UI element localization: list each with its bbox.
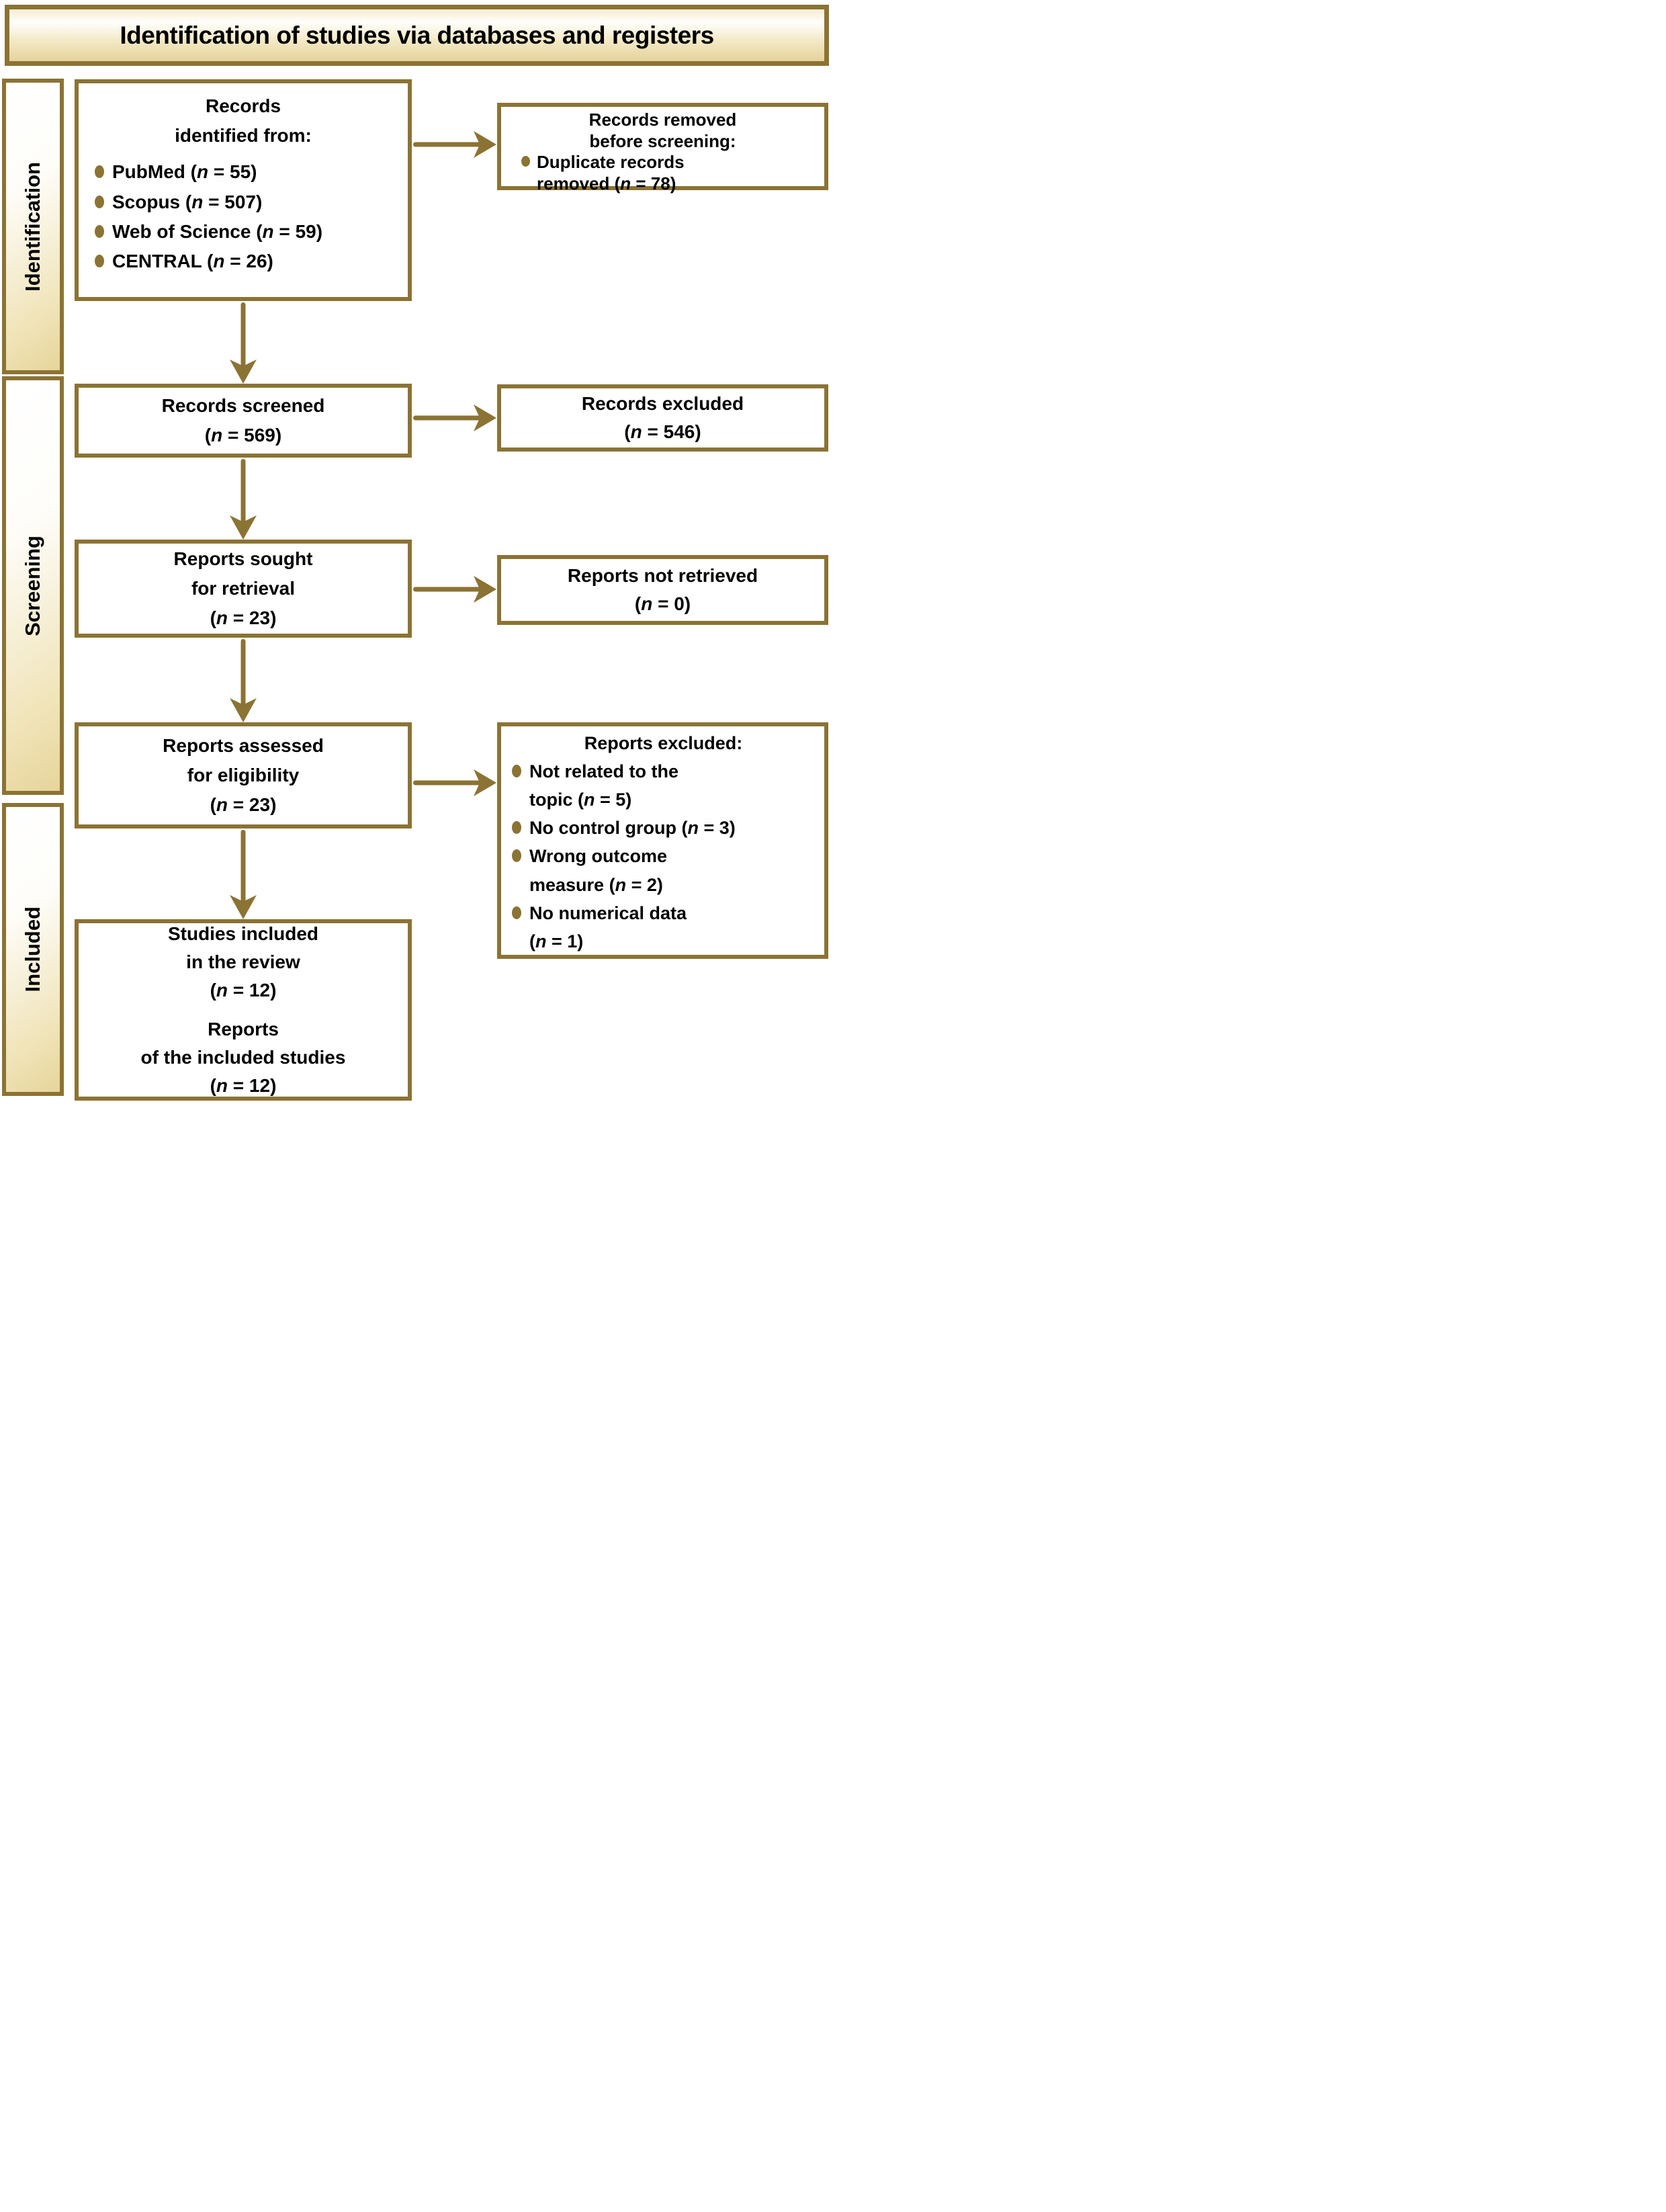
arrow-stem	[413, 142, 482, 147]
box-reports-not-retrieved: Reports not retrieved(n = 0)	[497, 555, 828, 625]
stage-label-text: Screening	[21, 535, 44, 636]
records-screened-text: Records screened(n = 569)	[161, 394, 325, 445]
list-item: No control group (n = 3)	[507, 814, 820, 842]
list-item: Scopus (n = 507)	[85, 187, 401, 217]
bullet-icon	[512, 765, 521, 778]
arrow-right-sought-to-not-retrieved	[413, 576, 496, 603]
arrow-down-sought-to-assessed	[230, 639, 257, 722]
list-item: Web of Science (n = 59)	[85, 217, 401, 247]
db-scopus-count: Scopus (n = 507)	[112, 191, 263, 212]
arrow-down-screened-to-sought	[230, 459, 257, 540]
arrow-stem	[240, 302, 246, 367]
stage-label-screening: Screening	[2, 376, 64, 795]
diagram-title-bar: Identification of studies via databases …	[5, 5, 829, 66]
arrow-stem	[413, 780, 482, 785]
excluded-reason-numerical-data: No numerical data(n = 1)	[529, 902, 687, 951]
arrow-stem	[413, 415, 482, 421]
reports-excluded-heading: Reports excluded:	[584, 733, 743, 753]
bullet-icon	[521, 156, 530, 167]
bullet-icon	[95, 165, 104, 179]
bullet-icon	[95, 224, 104, 238]
db-web-of-science-count: Web of Science (n = 59)	[112, 220, 323, 242]
excluded-reason-control-group: No control group (n = 3)	[529, 818, 736, 839]
arrow-stem	[240, 459, 246, 523]
arrow-stem	[413, 587, 482, 592]
list-item: PubMed (n = 55)	[85, 157, 401, 187]
bullet-icon	[95, 255, 104, 268]
arrow-right-assessed-to-reports-excluded	[413, 769, 496, 796]
arrow-stem	[240, 639, 246, 706]
bullet-icon	[512, 906, 521, 919]
box-records-screened: Records screened(n = 569)	[75, 384, 412, 458]
diagram-title: Identification of studies via databases …	[120, 21, 714, 49]
arrow-right-identified-to-removed	[413, 131, 496, 158]
stage-label-text: Identification	[21, 161, 44, 292]
list-item: CENTRAL (n = 26)	[85, 247, 401, 276]
reports-not-retrieved-text: Reports not retrieved(n = 0)	[567, 565, 758, 614]
arrow-stem	[240, 830, 246, 902]
arrow-right-screened-to-excluded	[413, 405, 496, 431]
db-pubmed-count: PubMed (n = 55)	[112, 161, 257, 183]
bullet-icon	[512, 821, 521, 835]
db-central-count: CENTRAL (n = 26)	[112, 251, 273, 272]
arrow-down-identified-to-screened	[230, 302, 257, 384]
stage-label-identification: Identification	[2, 79, 64, 374]
arrow-down-assessed-to-included	[230, 830, 257, 919]
stage-label-included: Included	[2, 803, 64, 1096]
list-item: No numerical data(n = 1)	[507, 899, 820, 955]
bullet-icon	[95, 195, 104, 208]
bullet-icon	[512, 849, 521, 863]
box-records-excluded: Records excluded(n = 546)	[497, 384, 828, 452]
records-excluded-text: Records excluded(n = 546)	[581, 393, 744, 442]
stage-label-text: Included	[21, 906, 44, 992]
